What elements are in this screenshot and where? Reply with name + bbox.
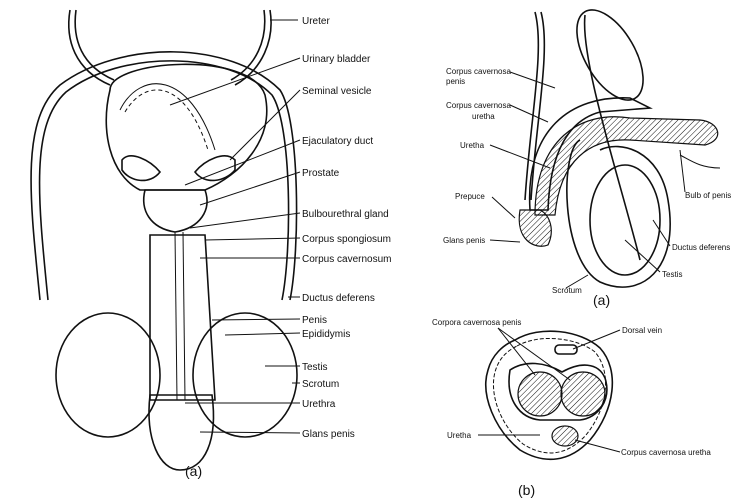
- label-ductus-deferens-side: Ductus deferens: [672, 243, 730, 252]
- label-corpus-cavernosa-uretha-line1: Corpus cavernosa: [446, 101, 511, 110]
- label-ureter: Ureter: [302, 16, 330, 27]
- front-view-labels: Ureter Urinary bladder Seminal vesicle E…: [185, 16, 391, 479]
- cross-section-drawing: [478, 327, 621, 461]
- label-dorsal-vein: Dorsal vein: [622, 326, 662, 335]
- side-view-labels: Corpus cavernosa penis Corpus cavernosa …: [443, 67, 731, 308]
- label-ejaculatory-duct: Ejaculatory duct: [302, 136, 373, 147]
- label-scrotum-side: Scrotum: [552, 286, 582, 295]
- testis-right-shape: [192, 312, 298, 438]
- label-epididymis: Epididymis: [302, 329, 350, 340]
- glans-shape: [148, 394, 215, 471]
- corpus-cavernosum-right: [560, 371, 606, 417]
- outer-skin-shape: [485, 330, 614, 461]
- label-bulb-of-penis: Bulb of penis: [685, 191, 731, 200]
- label-penis: Penis: [302, 315, 327, 326]
- corpus-cavernosa-uretha-shape: [534, 116, 719, 216]
- seminal-vesicle-shape: [121, 155, 162, 182]
- dorsal-vein-shape: [554, 344, 578, 355]
- label-urinary-bladder: Urinary bladder: [302, 54, 371, 65]
- label-ductus-deferens: Ductus deferens: [302, 293, 375, 304]
- label-uretha-side: Uretha: [460, 141, 485, 150]
- penis-shape: [149, 234, 216, 401]
- label-glans-penis-side: Glans penis: [443, 236, 485, 245]
- cross-section-labels: Corpora cavernosa penis Dorsal vein Uret…: [432, 318, 711, 498]
- label-corpus-cavernosa-penis-line1: Corpus cavernosa: [446, 67, 511, 76]
- urinary-bladder-shape: [105, 63, 268, 191]
- label-prepuce: Prepuce: [455, 192, 485, 201]
- label-scrotum: Scrotum: [302, 379, 339, 390]
- label-corpus-cavernosum: Corpus cavernosum: [302, 254, 391, 265]
- label-seminal-vesicle: Seminal vesicle: [302, 86, 372, 97]
- label-corpus-cavernosa-uretha-cross: Corpus cavernosa uretha: [621, 448, 711, 457]
- corpus-cavernosum-left: [517, 371, 563, 417]
- corpus-cavernosa-penis-shape: [528, 97, 653, 211]
- scrotum-shape: [566, 139, 671, 288]
- label-corpus-cavernosa-penis-line2: penis: [446, 77, 465, 86]
- label-corpora-cavernosa-penis: Corpora cavernosa penis: [432, 318, 521, 327]
- side-view-drawing: [489, 9, 721, 289]
- label-glans-penis: Glans penis: [302, 429, 355, 440]
- label-testis: Testis: [302, 362, 328, 373]
- bladder-shape: [576, 9, 644, 101]
- testis-shape: [589, 164, 661, 276]
- label-corpus-cavernosa-uretha-line2: uretha: [472, 112, 495, 121]
- caption-b: (b): [518, 482, 535, 498]
- prostate-shape: [143, 189, 208, 233]
- label-urethra: Urethra: [302, 399, 336, 410]
- label-corpus-spongiosum: Corpus spongiosum: [302, 234, 391, 245]
- caption-a-side: (a): [593, 292, 610, 308]
- testis-left-shape: [55, 312, 161, 438]
- caption-a-front: (a): [185, 463, 202, 479]
- label-prostate: Prostate: [302, 168, 340, 179]
- label-bulbourethral-gland: Bulbourethral gland: [302, 209, 389, 220]
- front-view-drawing: [30, 9, 301, 471]
- label-uretha-cross: Uretha: [447, 431, 472, 440]
- corpus-spongiosum-shape: [551, 425, 579, 447]
- label-testis-side: Testis: [662, 270, 682, 279]
- glans-shape: [518, 209, 552, 247]
